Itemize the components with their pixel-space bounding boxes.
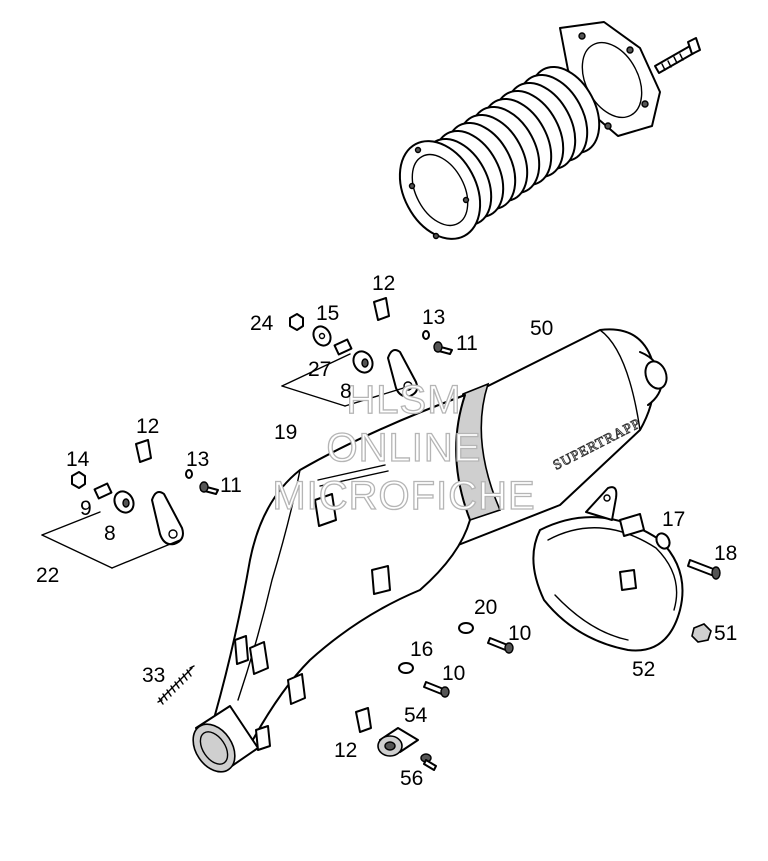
- silencer-body: SUPERTRAPP: [192, 328, 668, 773]
- callout-label: 13: [422, 306, 445, 329]
- callout-label: 12: [136, 415, 159, 438]
- watermark: HLSM ONLINE MICROFICHE: [272, 377, 536, 518]
- callout-label: 50: [530, 317, 553, 340]
- clip-12-left: [135, 439, 152, 463]
- screw-56: [420, 753, 437, 771]
- inlet-sleeve: [192, 705, 259, 773]
- nut-14: [71, 471, 86, 489]
- callout-label: 17: [662, 508, 685, 531]
- bolt-11-left: [199, 481, 219, 495]
- hanger-22: [151, 491, 184, 546]
- callout-label: 10: [442, 662, 465, 685]
- hanger-19: [387, 349, 419, 398]
- callout-label: 51: [714, 622, 737, 645]
- callout-label: 18: [714, 542, 737, 565]
- long-bolt: [654, 37, 701, 74]
- bolt-18: [687, 559, 721, 580]
- nut-24: [289, 313, 304, 331]
- disc-stack-assembly: [398, 21, 701, 240]
- callout-label: 20: [474, 596, 497, 619]
- callout-label: 15: [316, 302, 339, 325]
- callout-label: 8: [340, 380, 352, 403]
- callout-label: 22: [36, 564, 59, 587]
- heat-shield-strap: [532, 486, 684, 652]
- sleeve-9: [93, 482, 113, 500]
- callout-label: 12: [334, 739, 357, 762]
- washer-17: [655, 532, 671, 550]
- callout-label: 54: [404, 704, 428, 727]
- callout-label: 14: [66, 448, 90, 471]
- callout-label: 52: [632, 658, 655, 681]
- spacer-discs: [398, 66, 601, 240]
- callout-label: 16: [410, 638, 433, 661]
- bolt-11-upper: [433, 341, 453, 355]
- callout-label: 24: [250, 312, 274, 335]
- washer-15: [312, 325, 332, 347]
- lower-hardware: [157, 532, 721, 771]
- leader-lines: [41, 353, 411, 569]
- watermark-line1: HLSM: [346, 378, 461, 422]
- callout-label: 12: [372, 272, 395, 295]
- washer-16: [398, 662, 414, 674]
- washer-13-left: [185, 469, 193, 479]
- callout-label: 27: [308, 358, 331, 381]
- callout-label: 9: [80, 497, 92, 520]
- upper-mount-hardware: [289, 297, 453, 398]
- bolt-10-lower: [423, 681, 450, 698]
- sleeve-27: [333, 338, 353, 356]
- callout-labels: 12 24 15 13 11 50 27 8 19 12 14 13 11 9 …: [36, 272, 737, 790]
- callout-label: 11: [456, 332, 478, 355]
- callout-label: 33: [142, 664, 165, 687]
- clip-12-lower: [355, 707, 372, 733]
- clip-12-upper: [373, 297, 390, 321]
- left-mount-hardware: [71, 439, 219, 546]
- callout-label: 10: [508, 622, 531, 645]
- spring-33: [157, 665, 195, 705]
- callout-label: 13: [186, 448, 209, 471]
- washer-20: [458, 622, 474, 634]
- cap-51: [691, 623, 712, 643]
- watermark-line3: MICROFICHE: [272, 474, 535, 518]
- watermark-line2: ONLINE: [327, 426, 482, 470]
- callout-label: 56: [400, 767, 423, 790]
- bolt-10-upper: [487, 637, 514, 654]
- washer-13-upper: [422, 330, 430, 340]
- callout-label: 8: [104, 522, 116, 545]
- callout-label: 19: [274, 421, 297, 444]
- bushing-54: [377, 727, 419, 757]
- callout-label: 11: [220, 474, 242, 497]
